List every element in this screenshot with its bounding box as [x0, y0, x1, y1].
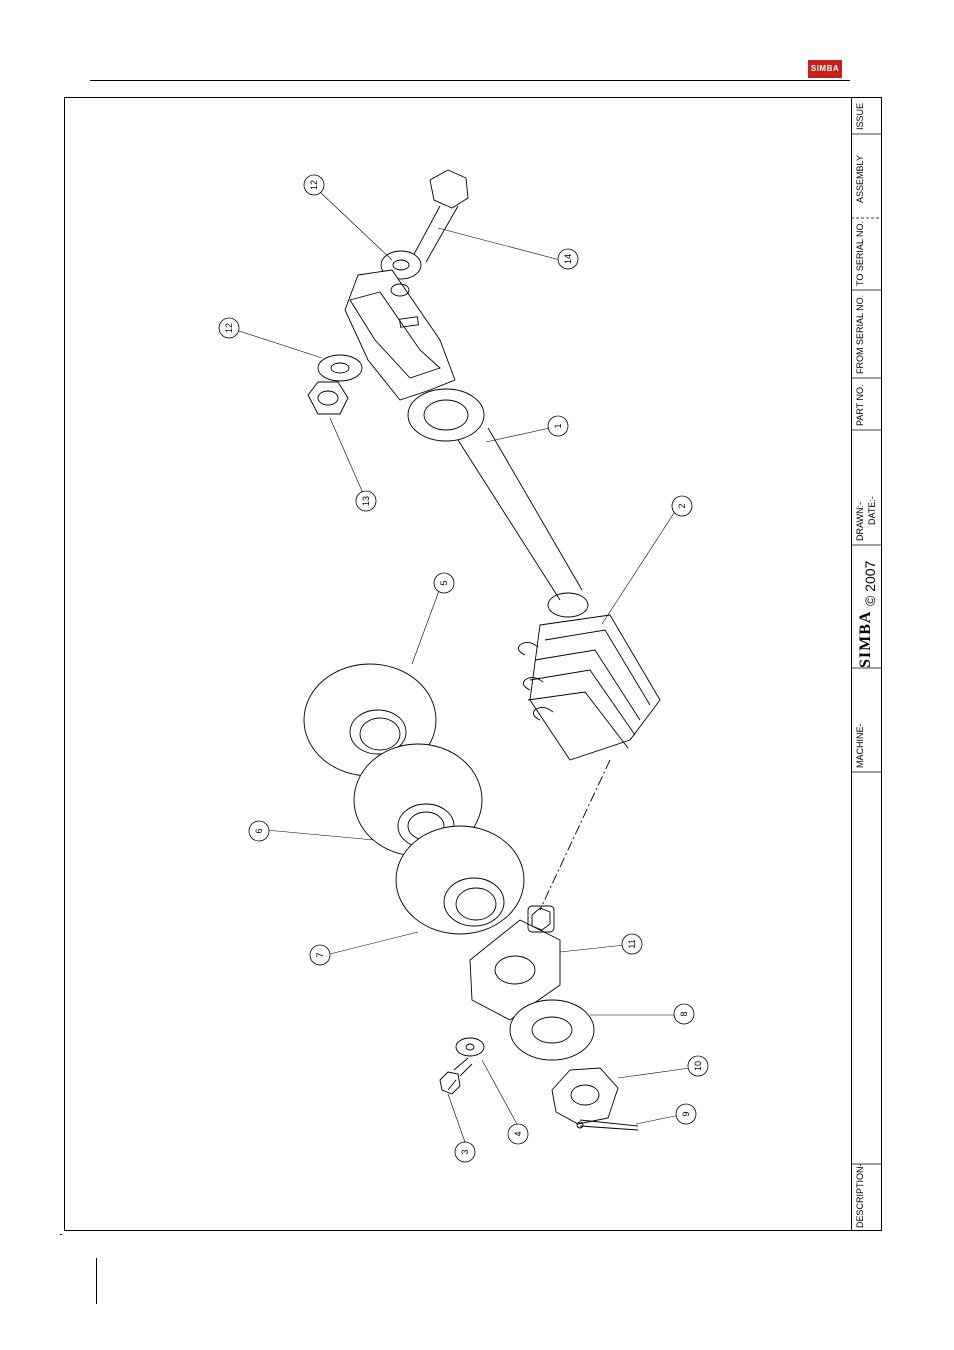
balloon-label: 13 — [361, 496, 371, 506]
washer-part-lower — [318, 355, 362, 381]
balloon-label: 12 — [224, 323, 234, 333]
washer-part-8 — [510, 1000, 594, 1060]
balloon-label: 7 — [315, 952, 325, 957]
balloon-label: 2 — [677, 503, 687, 508]
balloon-label: 8 — [679, 1011, 689, 1016]
balloon-label: 1 — [553, 423, 563, 428]
margin-mark — [60, 1234, 62, 1235]
roller-part-7 — [396, 826, 524, 934]
bolt-part — [412, 170, 468, 262]
balloon-label: 9 — [681, 1111, 691, 1116]
balloon-label: 12 — [309, 180, 319, 190]
clevis-part — [345, 270, 455, 400]
balloon-label: 6 — [254, 828, 264, 833]
balloon-label: 3 — [460, 1149, 470, 1154]
balloon-label: 11 — [627, 939, 637, 948]
clamp-part — [518, 615, 660, 760]
nut-part — [308, 382, 348, 414]
balloon-label: 10 — [693, 1061, 703, 1071]
castle-nut-part — [552, 1068, 618, 1124]
balloon-label: 5 — [439, 580, 449, 585]
small-bolt-part — [440, 1058, 472, 1094]
balloon-label: 4 — [513, 1131, 523, 1136]
binding-margin-rule — [96, 1258, 97, 1304]
washer-part-4 — [456, 1038, 484, 1056]
balloon-label: 14 — [563, 254, 573, 264]
